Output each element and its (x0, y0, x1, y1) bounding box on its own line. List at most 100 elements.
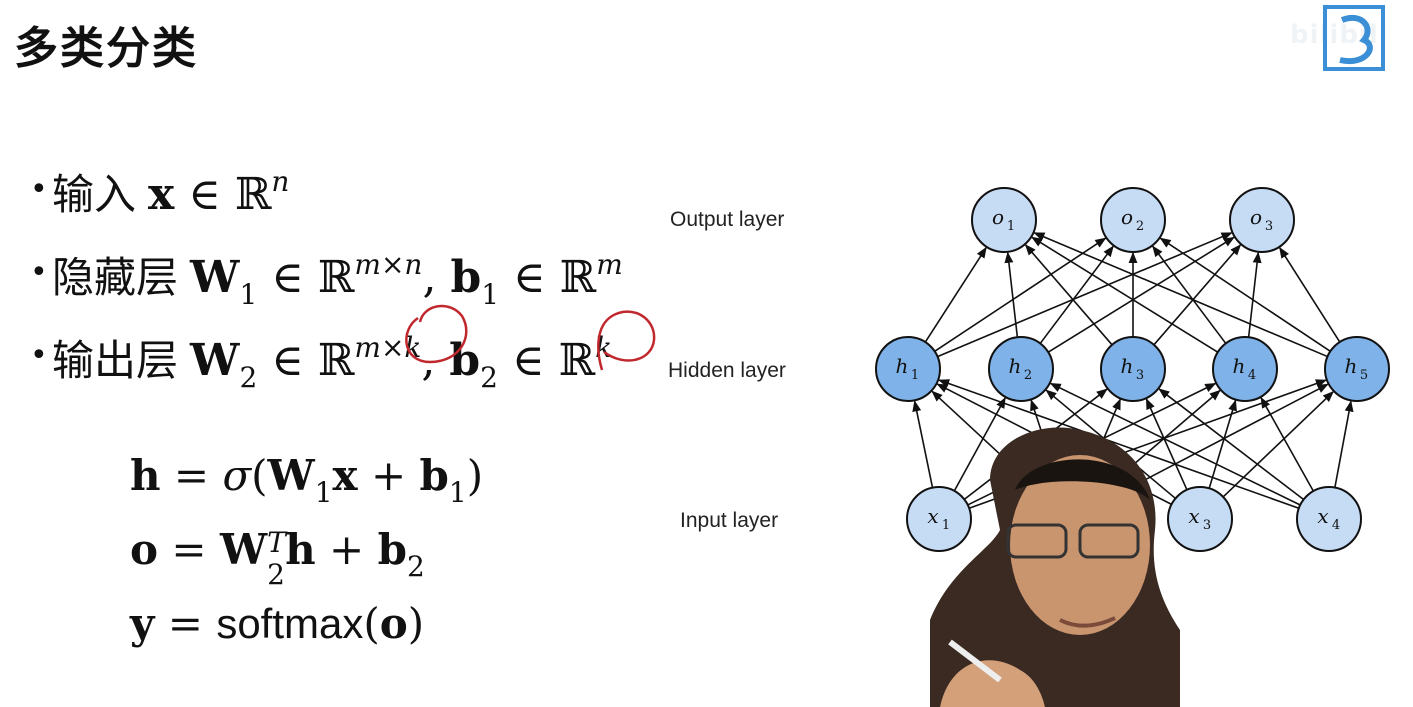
math-w: W (190, 335, 240, 386)
hidden-node-3-label: h (1121, 354, 1134, 378)
subscript: 2 (239, 361, 258, 394)
real-space: ℝ (559, 252, 597, 303)
hidden-node-2-circle (988, 336, 1054, 402)
edge-hidden-1-output-2 (934, 237, 1107, 352)
sigma: σ (222, 451, 252, 500)
eq-lhs: o (130, 525, 159, 574)
subscript: 2 (267, 558, 285, 591)
output-node-3-circle (1229, 187, 1295, 253)
hidden-node-1-subscript: 1 (911, 368, 919, 383)
math-w: W (267, 451, 315, 500)
output-node-2-label: o (1121, 205, 1133, 229)
input-node-1-subscript: 1 (942, 518, 950, 533)
bullet-dot: • (30, 254, 48, 290)
edge-hidden-1-output-1 (924, 246, 987, 343)
input-layer-label: Input layer (680, 509, 779, 532)
bullet-dot: • (30, 171, 48, 207)
hidden-node-5-circle (1324, 336, 1390, 402)
subscript: 2 (406, 550, 425, 583)
edge-input-4-hidden-1 (938, 379, 1300, 510)
output-node-3-subscript: 3 (1265, 219, 1273, 234)
presenter-hair (1015, 459, 1150, 500)
output-node-1-label: o (992, 205, 1004, 229)
element-of: ∈ (511, 335, 545, 386)
math-h: h (285, 525, 316, 574)
input-node-4-label: x (1317, 504, 1328, 528)
equation-softmax: y = softmax(o) (130, 599, 425, 648)
input-node-4-subscript: 4 (1332, 518, 1340, 533)
edge-hidden-2-output-2 (1039, 245, 1114, 344)
edge-input-1-hidden-2 (953, 396, 1006, 492)
real-space: ℝ (558, 335, 596, 386)
output-node-1-circle (971, 187, 1037, 253)
edge-hidden-5-output-2 (1159, 237, 1331, 352)
plus: + (329, 525, 365, 574)
element-of: ∈ (271, 335, 304, 386)
exponent: n (271, 165, 290, 198)
input-node-3-subscript: 3 (1203, 518, 1211, 533)
output-node-3-label: o (1250, 205, 1262, 229)
hidden-node-4-subscript: 4 (1248, 368, 1256, 383)
hidden-node-1-label: h (896, 354, 909, 378)
math-b: b (419, 451, 449, 500)
edge-hidden-5-output-1 (1033, 232, 1328, 358)
input-node-1-label: x (927, 504, 938, 528)
output-node-2-subscript: 2 (1136, 219, 1144, 234)
math-x: x (332, 451, 358, 500)
eq-lhs: y (130, 599, 155, 648)
output-node-1-subscript: 1 (1007, 219, 1015, 234)
hidden-node-4-label: h (1233, 354, 1246, 378)
edge-hidden-3-output-3 (1153, 244, 1242, 346)
hidden-node-5-subscript: 5 (1360, 368, 1368, 383)
math-b: b (450, 252, 482, 303)
math-x: x (148, 169, 175, 220)
slide-title: 多类分类 (14, 23, 198, 74)
hidden-node-2-label: h (1009, 354, 1022, 378)
real-space: ℝ (317, 252, 355, 303)
eq-lhs: h (130, 451, 161, 500)
hidden-node-3-circle (1100, 336, 1166, 402)
edge-input-4-hidden-5 (1334, 400, 1354, 488)
hidden-node-2-subscript: 2 (1024, 368, 1032, 383)
math-o: o (379, 599, 408, 648)
input-node-4-circle (1296, 486, 1362, 552)
hidden-node-5-label: h (1345, 354, 1358, 378)
edge-input-4-hidden-2 (1049, 382, 1301, 506)
math-w: W (219, 525, 268, 574)
subscript: 2 (480, 361, 498, 394)
input-node-3-circle (1167, 486, 1233, 552)
element-of: ∈ (513, 252, 546, 303)
edge-input-3-hidden-5 (1222, 391, 1334, 498)
presenter-pen (948, 639, 1002, 683)
presenter-glasses-right (1078, 523, 1140, 559)
presenter-glasses-left (1006, 523, 1068, 559)
plus: + (370, 451, 407, 500)
edge-input-3-hidden-3 (1145, 398, 1188, 491)
element-of: ∈ (271, 252, 304, 303)
real-space: ℝ (317, 335, 355, 386)
edge-hidden-5-output-3 (1279, 246, 1341, 343)
edge-hidden-3-output-1 (1024, 244, 1113, 346)
subscript: 1 (448, 476, 467, 509)
hidden-node-4-circle (1212, 336, 1278, 402)
hidden-node-3-subscript: 3 (1136, 368, 1144, 383)
superscript: T (267, 526, 286, 559)
input-node-1-circle (906, 486, 972, 552)
exponent: m (596, 248, 623, 281)
bilibili-logo-icon (1323, 5, 1385, 71)
bullet-label: 输入 (52, 170, 137, 219)
real-space: ℝ (234, 169, 272, 220)
presenter-mouth (1059, 616, 1116, 628)
